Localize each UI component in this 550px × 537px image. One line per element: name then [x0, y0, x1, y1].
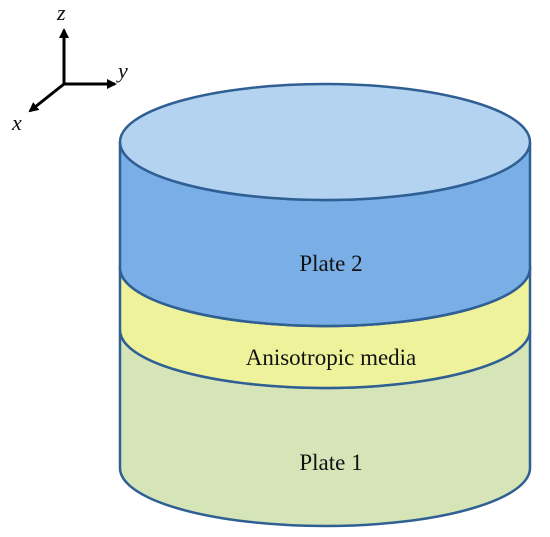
axis-triad: z y x: [11, 0, 128, 135]
x-axis-arrow: [28, 82, 65, 113]
anisotropic-media-label: Anisotropic media: [246, 345, 417, 370]
plate-2-layer: [118, 82, 532, 328]
x-axis-label: x: [11, 110, 22, 135]
plate-2-label: Plate 2: [299, 251, 362, 276]
plate-1-label: Plate 1: [299, 450, 362, 475]
y-axis-label: y: [116, 58, 128, 83]
plate-2-top: [118, 82, 532, 202]
z-axis-label: z: [56, 0, 66, 25]
